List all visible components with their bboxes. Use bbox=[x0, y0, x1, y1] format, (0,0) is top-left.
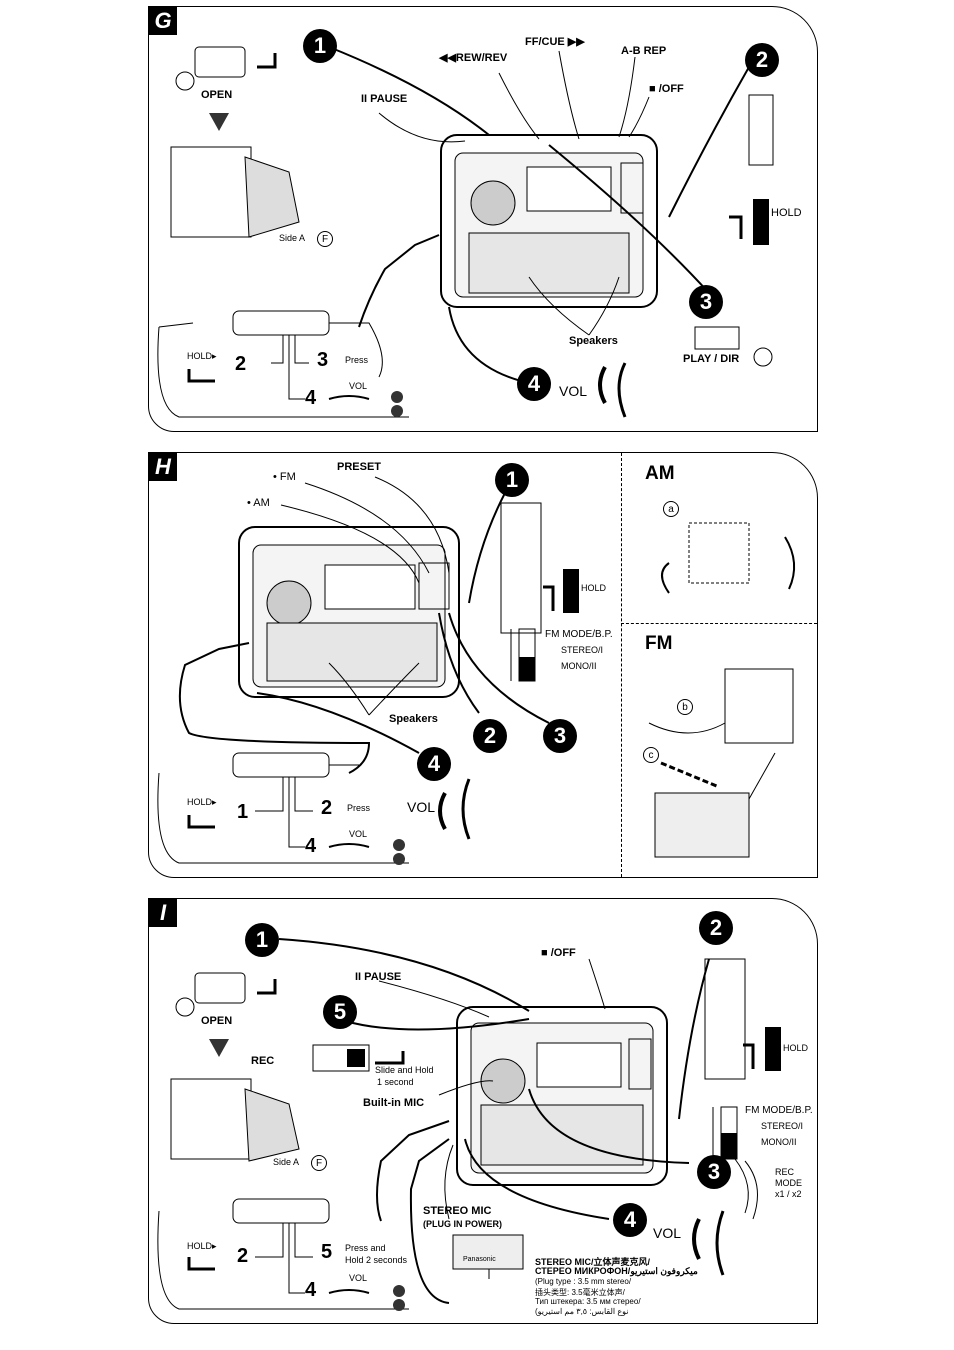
speakers-label: Speakers bbox=[569, 335, 618, 347]
pause-label: II PAUSE bbox=[361, 93, 408, 105]
step-4-marker: 4 bbox=[517, 367, 551, 401]
rec-label: REC bbox=[251, 1055, 275, 1067]
hold-label: HOLD bbox=[783, 1043, 809, 1053]
panel-letter: I bbox=[149, 899, 177, 927]
mic-note-6: (نوع القابس: ٣,٥ مم استيريو bbox=[535, 1307, 629, 1316]
panel-g-illustration bbox=[157, 46, 774, 418]
panel-i: I bbox=[148, 898, 818, 1324]
panel-letter: H bbox=[149, 453, 177, 481]
open-label: OPEN bbox=[201, 1015, 233, 1027]
ff-label: FF/CUE ▶▶ bbox=[525, 36, 585, 48]
step-2-marker: 2 bbox=[473, 719, 507, 753]
remote-num-2: 2 bbox=[237, 1245, 249, 1267]
panel-h-illustration bbox=[157, 476, 796, 865]
vol-small-label: VOL bbox=[349, 381, 368, 391]
stereo-mic-label-2: (PLUG IN POWER) bbox=[423, 1219, 502, 1229]
hold-label: HOLD bbox=[771, 207, 802, 219]
side-badge: F bbox=[311, 1155, 327, 1171]
hold-remote-label: HOLD▸ bbox=[187, 351, 217, 361]
stereo-label: STEREO/I bbox=[761, 1121, 804, 1131]
hold-label: HOLD bbox=[581, 583, 607, 593]
press-hold-label-2: Hold 2 seconds bbox=[345, 1255, 408, 1265]
remote-num-2: 2 bbox=[235, 353, 247, 375]
panel-letter: G bbox=[149, 7, 177, 35]
step-2-marker: 2 bbox=[699, 911, 733, 945]
step-3-marker: 3 bbox=[543, 719, 577, 753]
am-label: • AM bbox=[247, 497, 270, 509]
step-4-marker: 4 bbox=[417, 747, 451, 781]
mark-a: a bbox=[663, 501, 679, 517]
stereo-label: STEREO/I bbox=[561, 645, 604, 655]
side-a-label: Side A bbox=[273, 1157, 300, 1167]
mic-note-2: СТЕРЕО МИКРОФОН/ميكروفون استيريو bbox=[535, 1266, 698, 1276]
remote-num-4: 4 bbox=[305, 387, 317, 409]
remote-num-4: 4 bbox=[305, 1279, 317, 1301]
off-label: ■ /OFF bbox=[541, 947, 576, 959]
panel-h: H bbox=[148, 452, 818, 878]
step-1-marker: 1 bbox=[303, 29, 337, 63]
rec-mode-label-3: x1 / x2 bbox=[775, 1189, 802, 1199]
step-1-marker: 1 bbox=[495, 463, 529, 497]
rew-label: ◀◀REW/REV bbox=[439, 52, 508, 64]
slide-hold-label-1: Slide and Hold bbox=[375, 1065, 434, 1075]
fm-label: • FM bbox=[273, 471, 296, 483]
play-dir-label: PLAY / DIR bbox=[683, 353, 740, 365]
panel-g: G bbox=[148, 6, 818, 432]
speakers-label: Speakers bbox=[389, 713, 438, 725]
hold-remote-label: HOLD▸ bbox=[187, 797, 217, 807]
remote-num-2: 2 bbox=[321, 797, 333, 819]
hold-remote-label: HOLD▸ bbox=[187, 1241, 217, 1251]
builtin-mic-label: Built-in MIC bbox=[363, 1097, 425, 1109]
open-label: OPEN bbox=[201, 89, 233, 101]
rec-mode-label-1: REC bbox=[775, 1167, 795, 1177]
stereo-mic-label-1: STEREO MIC bbox=[423, 1205, 492, 1217]
step-5-marker: 5 bbox=[323, 995, 357, 1029]
mono-label: MONO/II bbox=[561, 661, 597, 671]
vol-small-label: VOL bbox=[349, 1273, 368, 1283]
panel-h-divider bbox=[621, 453, 622, 877]
mono-label: MONO/II bbox=[761, 1137, 797, 1147]
remote-num-3: 3 bbox=[317, 349, 329, 371]
step-3-marker: 3 bbox=[689, 285, 723, 319]
slide-hold-label-2: 1 second bbox=[377, 1077, 414, 1087]
vol-small-label: VOL bbox=[349, 829, 368, 839]
mic-note-5: Тип штекера: 3.5 мм стерео/ bbox=[535, 1297, 641, 1306]
step-4-marker: 4 bbox=[613, 1203, 647, 1237]
off-label: ■ /OFF bbox=[649, 83, 684, 95]
am-fm-divider bbox=[621, 623, 817, 624]
pause-label: II PAUSE bbox=[355, 971, 402, 983]
preset-label: PRESET bbox=[337, 461, 382, 473]
ab-rep-label: A-B REP bbox=[621, 45, 667, 57]
vol-label: VOL bbox=[407, 799, 436, 815]
mic-note-4: 插头类型: 3.5毫米立体声/ bbox=[535, 1288, 625, 1297]
mic-note-1: STEREO MIC/立体声麦克风/ bbox=[535, 1257, 651, 1267]
rec-mode-label-2: MODE bbox=[775, 1178, 802, 1188]
panel-i-illustration bbox=[157, 938, 781, 1311]
fm-title: FM bbox=[645, 633, 673, 654]
remote-num-5: 5 bbox=[321, 1241, 333, 1263]
vol-label: VOL bbox=[559, 383, 588, 399]
remote-num-1: 1 bbox=[237, 801, 249, 823]
fm-mode-label: FM MODE/B.P. bbox=[745, 1105, 813, 1116]
step-1-marker: 1 bbox=[245, 923, 279, 957]
panasonic-logo: Panasonic bbox=[463, 1256, 496, 1263]
press-hold-label-1: Press and bbox=[345, 1243, 386, 1253]
step-2-marker: 2 bbox=[745, 43, 779, 77]
remote-num-4: 4 bbox=[305, 835, 317, 857]
press-label: Press bbox=[347, 803, 371, 813]
mic-note-3: (Plug type : 3.5 mm stereo/ bbox=[535, 1277, 632, 1286]
step-3-marker: 3 bbox=[697, 1155, 731, 1189]
mark-c: c bbox=[643, 747, 659, 763]
am-title: AM bbox=[645, 463, 675, 484]
side-badge: F bbox=[317, 231, 333, 247]
vol-label: VOL bbox=[653, 1225, 682, 1241]
mark-b: b bbox=[677, 699, 693, 715]
press-label: Press bbox=[345, 355, 369, 365]
fm-mode-label: FM MODE/B.P. bbox=[545, 629, 613, 640]
side-a-label: Side A bbox=[279, 233, 306, 243]
